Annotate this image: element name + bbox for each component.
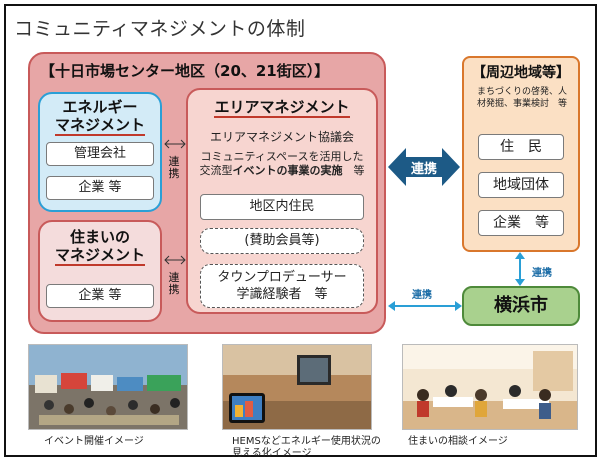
horizontal-double-arrow-icon <box>388 301 462 311</box>
peripheral-area-title: 【周辺地域等】 <box>472 65 570 81</box>
renkei-label-bottom: 連携 <box>412 290 432 301</box>
housing-item-companies: 企業 等 <box>46 284 154 308</box>
area-description: コミュニティスペースを活用した 交流型イベントの事業の実施 等 <box>199 150 365 177</box>
renkei-label-right: 連携 <box>532 268 552 279</box>
hems-photo <box>222 344 372 430</box>
energy-item-management-company: 管理会社 <box>46 142 154 166</box>
outer-frame <box>4 4 597 457</box>
consultation-caption: 住まいの相談イメージ <box>408 436 508 447</box>
yokohama-city-box: 横浜市 <box>462 286 580 326</box>
vertical-double-arrow-icon <box>515 252 525 286</box>
big-double-arrow-icon <box>388 148 460 186</box>
consultation-photo <box>402 344 578 430</box>
housing-title-line1: 住まいの <box>69 228 130 246</box>
peripheral-description: まちづくりの啓発、人 材発掘、事業検討 等 <box>476 87 567 109</box>
energy-title-line1: エネルギー <box>62 98 138 116</box>
area-item-supporting-members: (賛助会員等) <box>200 228 364 254</box>
peripheral-item-residents: 住 民 <box>478 134 564 160</box>
hems-caption: HEMSなどエネルギー使用状況の 見える化イメージ <box>232 436 381 459</box>
double-arrow-icon <box>164 255 186 265</box>
big-arrow-label: 連携 <box>410 162 437 177</box>
energy-title-line2: マネジメント <box>54 116 145 136</box>
area-management-title: エリアマネジメント <box>214 98 350 118</box>
area-council-label: エリアマネジメント協議会 <box>209 130 354 144</box>
renkei-label-housing: 連携 <box>168 271 180 296</box>
main-district-title: 【十日市場センター地区（20、21街区）】 <box>40 62 330 80</box>
energy-management-title: エネルギー マネジメント <box>38 98 162 136</box>
page-title: コミュニティマネジメントの体制 <box>14 18 306 40</box>
double-arrow-icon <box>164 139 186 149</box>
area-item-town-producer: タウンプロデューサー 学識経験者 等 <box>200 264 364 308</box>
peripheral-item-community-groups: 地域団体 <box>478 172 564 198</box>
housing-management-title: 住まいの マネジメント <box>38 228 162 266</box>
area-item-residents: 地区内住民 <box>200 194 364 220</box>
peripheral-item-companies: 企業 等 <box>478 210 564 236</box>
housing-title-line2: マネジメント <box>54 246 145 266</box>
renkei-label-energy: 連携 <box>168 155 180 180</box>
event-caption: イベント開催イメージ <box>44 436 144 447</box>
event-photo <box>28 344 188 430</box>
energy-item-companies: 企業 等 <box>46 176 154 200</box>
